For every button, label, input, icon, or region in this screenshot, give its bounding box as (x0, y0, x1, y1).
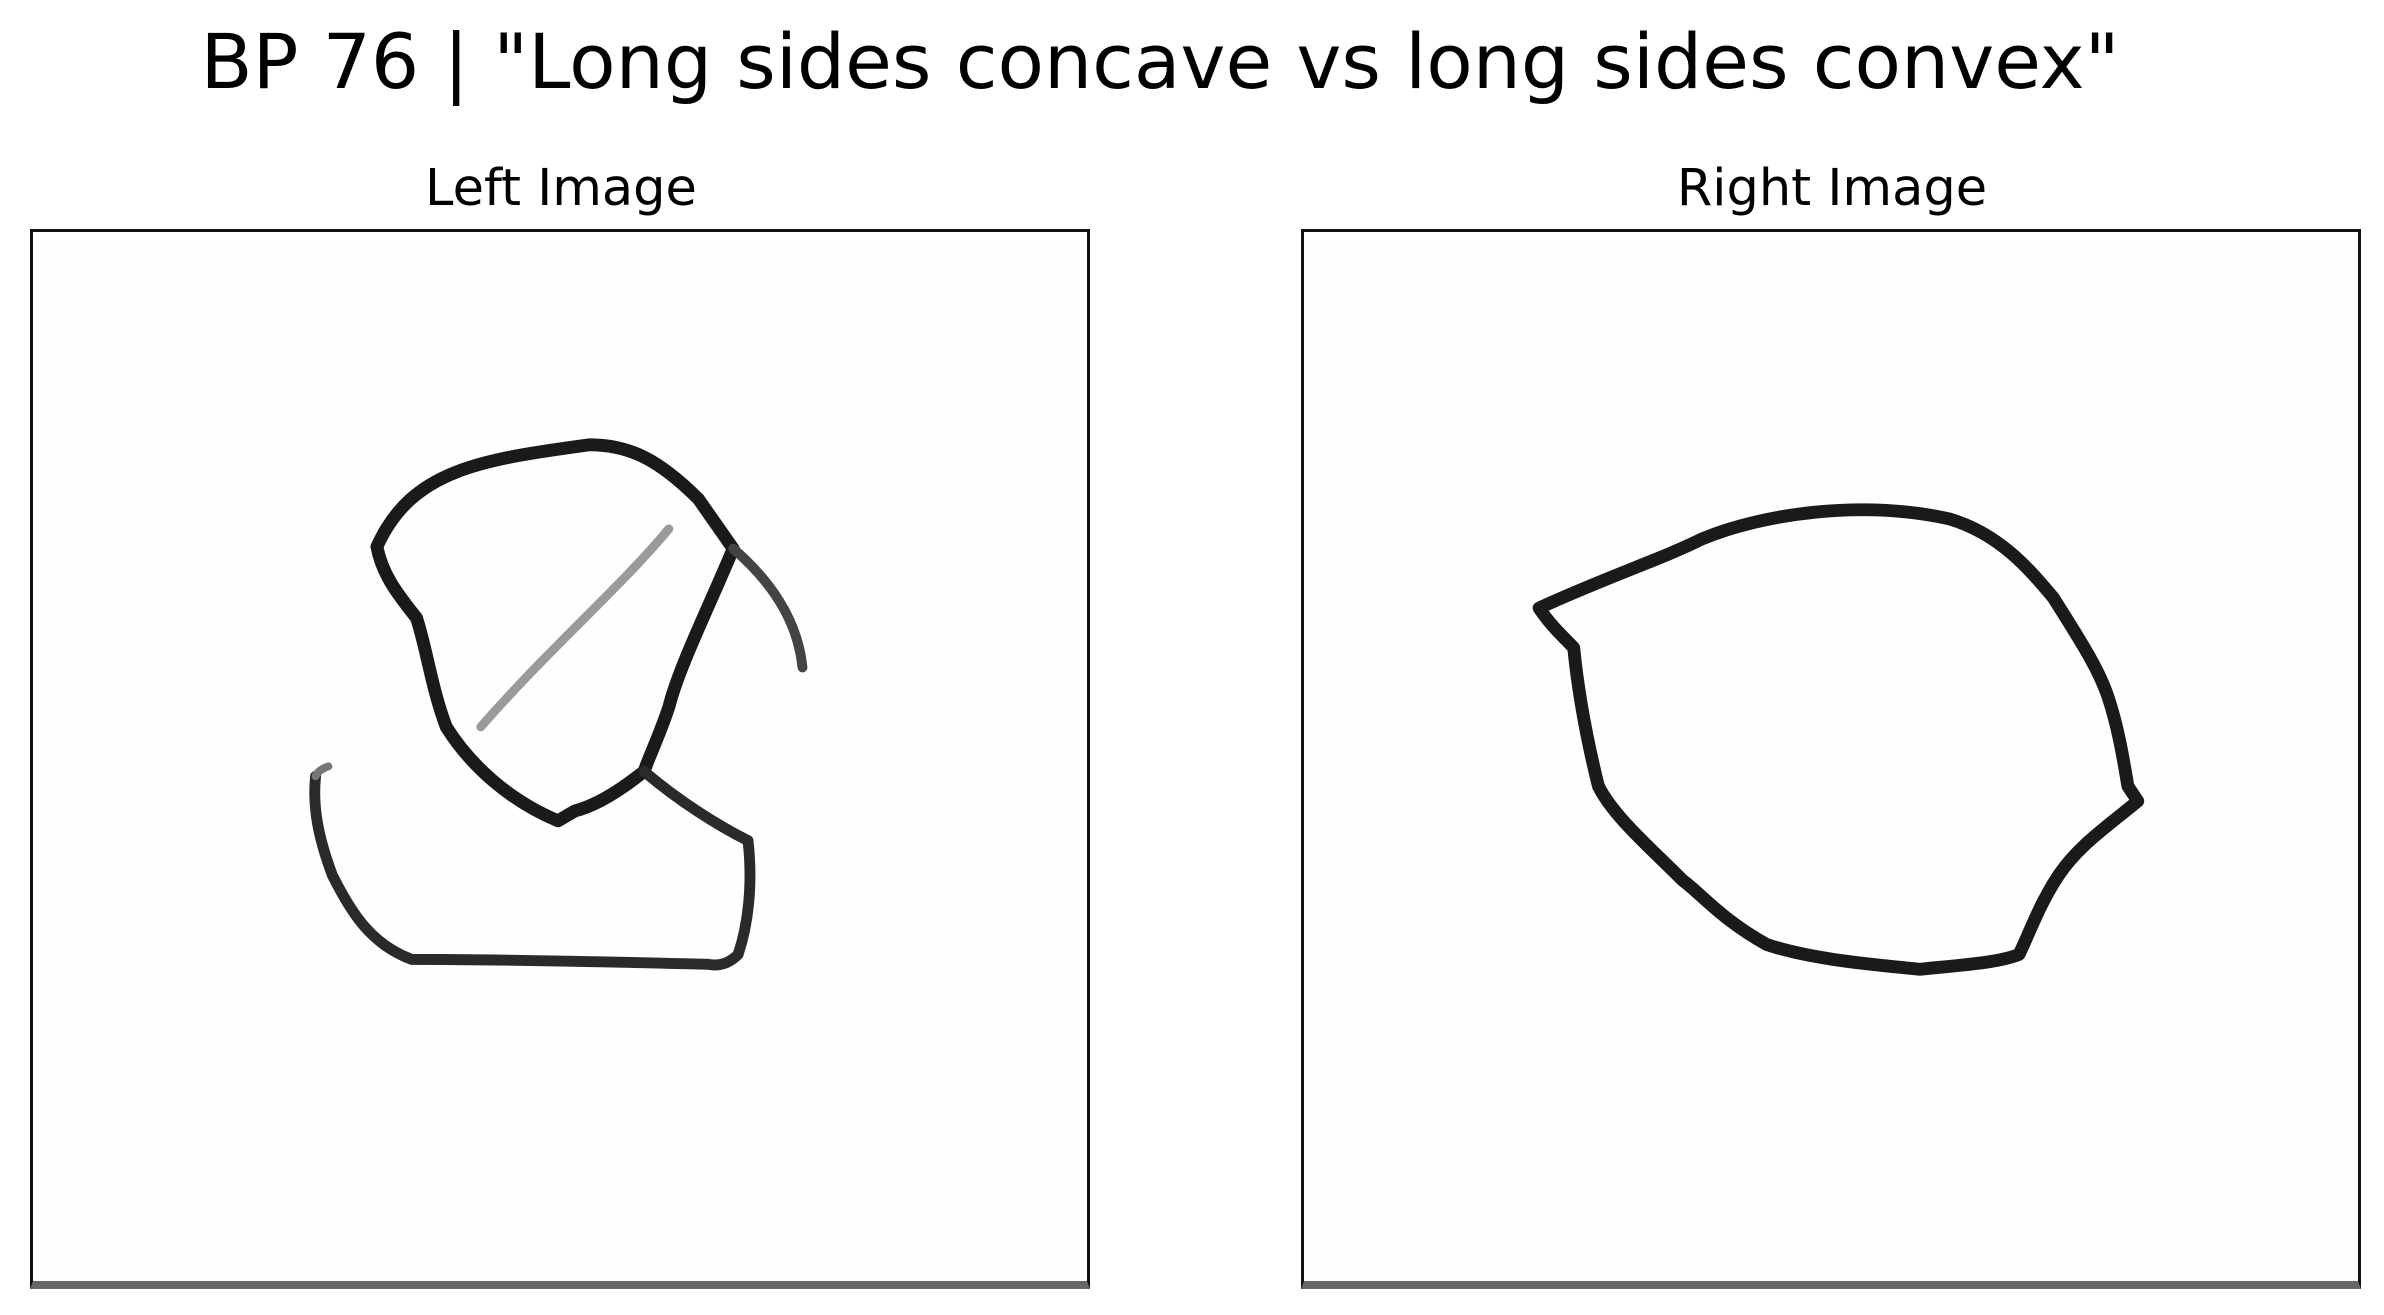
left-inner-diagonal (476, 524, 674, 732)
left-concave-outline (370, 438, 740, 828)
left-hook-tip (311, 762, 333, 781)
left-sketch (309, 438, 808, 971)
right-convex-outline (1532, 503, 2145, 976)
left-panel-title: Left Image (425, 159, 697, 218)
figure-title: BP 76 | "Long sides concave vs long side… (200, 17, 2120, 106)
left-lower-hook (309, 765, 756, 971)
right-panel-title: Right Image (1676, 159, 1988, 218)
left-image-panel (30, 229, 1090, 1289)
right-sketch (1532, 503, 2145, 976)
right-image-panel (1301, 229, 2361, 1289)
left-outer-arc (728, 543, 808, 673)
